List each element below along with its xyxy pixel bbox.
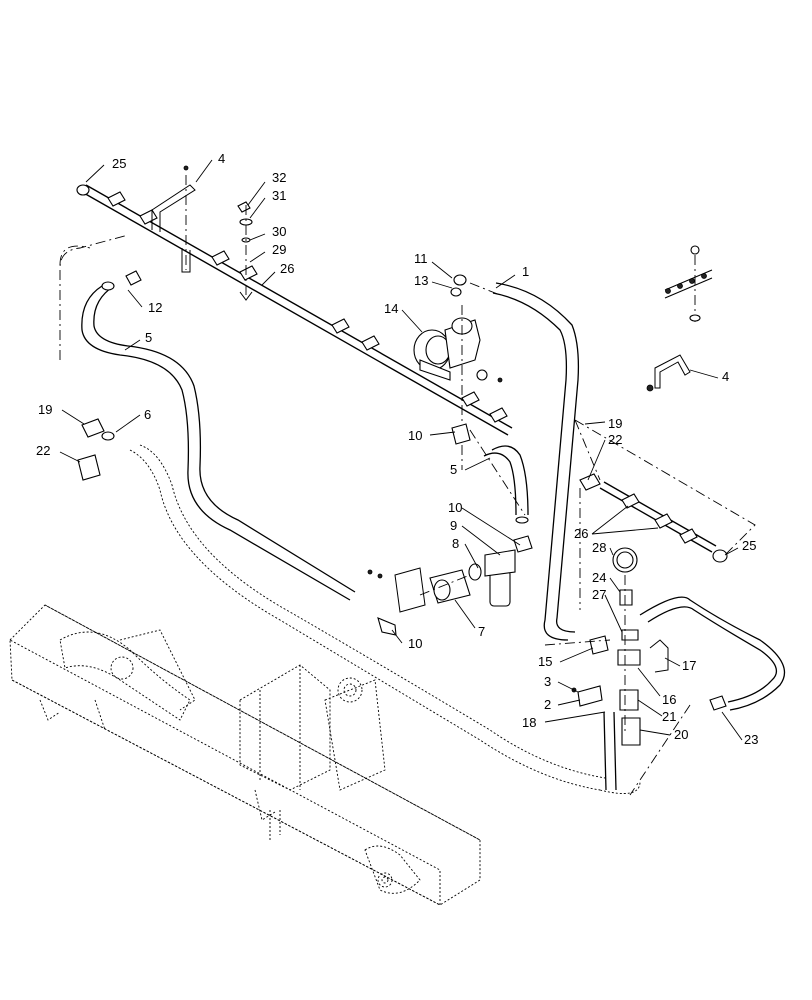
callout-labels: 25 4 32 31 30 29 26 12 11 13 1 14 5 4 19… <box>36 151 758 747</box>
callout-22-right: 22 <box>608 432 622 447</box>
callout-27: 27 <box>592 587 606 602</box>
callout-17: 17 <box>682 658 696 673</box>
spray-boom-right <box>579 473 728 563</box>
callout-13: 13 <box>414 273 428 288</box>
callout-9: 9 <box>450 518 457 533</box>
filter-assembly <box>367 549 516 636</box>
callout-23: 23 <box>744 732 758 747</box>
callout-29: 29 <box>272 242 286 257</box>
pump-assembly <box>413 274 503 470</box>
callout-19-left: 19 <box>38 402 52 417</box>
callout-21: 21 <box>662 709 676 724</box>
assembly-centerlines <box>59 234 756 796</box>
bracket-right <box>646 354 691 392</box>
callout-26-top: 26 <box>280 261 294 276</box>
callout-4-right: 4 <box>722 369 729 384</box>
callout-18: 18 <box>522 715 536 730</box>
hose-5-long <box>81 270 356 601</box>
callout-3: 3 <box>544 674 551 689</box>
callout-10-mid: 10 <box>448 500 462 515</box>
callout-10-lower: 10 <box>408 636 422 651</box>
hose-5-short <box>483 445 533 553</box>
gauge-assembly <box>571 547 727 791</box>
callout-16: 16 <box>662 692 676 707</box>
callout-26-right: 26 <box>574 526 588 541</box>
callout-5-left: 5 <box>145 330 152 345</box>
callout-30: 30 <box>272 224 286 239</box>
hose-right-loop <box>639 596 786 711</box>
callout-4-top: 4 <box>218 151 225 166</box>
spray-boom-main <box>76 184 513 436</box>
callout-2: 2 <box>544 697 551 712</box>
loose-fittings-left <box>77 418 471 481</box>
callout-14: 14 <box>384 301 398 316</box>
callout-7: 7 <box>478 624 485 639</box>
callout-11: 11 <box>414 251 428 266</box>
callout-31: 31 <box>272 188 286 203</box>
callout-8: 8 <box>452 536 459 551</box>
hardware-kit <box>664 245 713 322</box>
callout-1: 1 <box>522 264 529 279</box>
callout-28: 28 <box>592 540 606 555</box>
main-frame <box>9 604 481 906</box>
callout-12: 12 <box>148 300 162 315</box>
bracket-upper <box>151 165 196 273</box>
callout-25-left: 25 <box>112 156 126 171</box>
hose-lower-sleeve <box>129 444 641 795</box>
callout-6: 6 <box>144 407 151 422</box>
callout-24: 24 <box>592 570 606 585</box>
callout-20: 20 <box>674 727 688 742</box>
callout-5-short: 5 <box>450 462 457 477</box>
callout-19-right: 19 <box>608 416 622 431</box>
callout-22-left: 22 <box>36 443 50 458</box>
leader-lines <box>59 159 743 741</box>
callout-32: 32 <box>272 170 286 185</box>
callout-15: 15 <box>538 654 552 669</box>
callout-25-right: 25 <box>742 538 756 553</box>
hose-1 <box>492 282 580 641</box>
callout-10-upper: 10 <box>408 428 422 443</box>
